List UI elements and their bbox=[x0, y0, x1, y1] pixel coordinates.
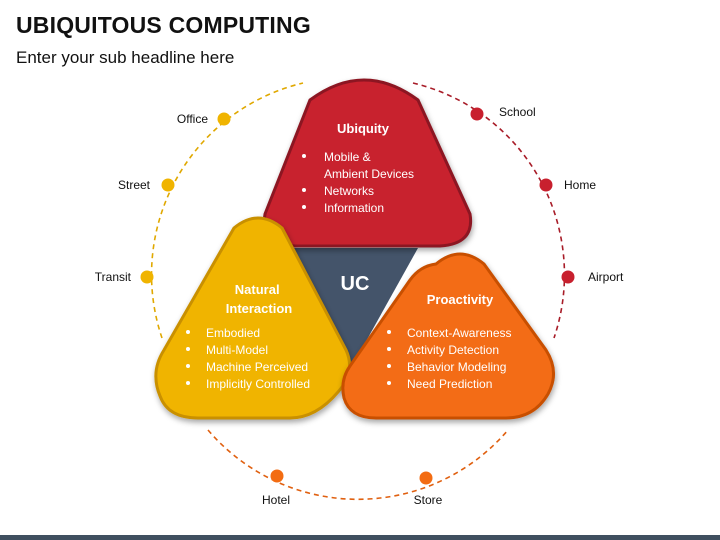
petal-proactivity-title: Proactivity bbox=[427, 292, 494, 307]
petal-ubiquity-title-line: Ubiquity bbox=[337, 121, 390, 136]
ring-arc-yellow bbox=[150, 82, 304, 339]
bullet bbox=[186, 381, 190, 385]
page-subtitle: Enter your sub headline here bbox=[16, 48, 235, 67]
bullet bbox=[387, 330, 391, 334]
place-label-home: Home bbox=[564, 178, 596, 192]
bullet bbox=[387, 347, 391, 351]
petal-natural-item: Implicitly Controlled bbox=[206, 377, 310, 391]
petal-ubiquity-item: Ambient Devices bbox=[324, 167, 414, 181]
petal-proactivity-item: Activity Detection bbox=[407, 343, 499, 357]
petal-natural-title: Natural Interaction bbox=[226, 282, 293, 316]
petal-natural-item: Machine Perceived bbox=[206, 360, 308, 374]
bullet bbox=[387, 364, 391, 368]
ring-arc-red bbox=[412, 82, 566, 339]
page-title: UBIQUITOUS COMPUTING bbox=[16, 12, 311, 38]
place-label-hotel: Hotel bbox=[262, 493, 290, 507]
petal-natural-item: Embodied bbox=[206, 326, 260, 340]
petal-natural-item: Multi-Model bbox=[206, 343, 268, 357]
place-label-store: Store bbox=[414, 493, 443, 507]
center-label: UC bbox=[341, 273, 370, 295]
bullet bbox=[186, 364, 190, 368]
petal-ubiquity-title: Ubiquity bbox=[337, 121, 390, 136]
place-dot-school bbox=[470, 107, 484, 121]
place-label-airport: Airport bbox=[588, 270, 624, 284]
bullet bbox=[302, 205, 306, 209]
place-dot-office bbox=[217, 112, 231, 126]
petal-natural-title-line: Natural bbox=[235, 282, 280, 297]
petal-ubiquity-item: Information bbox=[324, 201, 384, 215]
petal-ubiquity-item: Networks bbox=[324, 184, 374, 198]
petal-proactivity-text: Proactivity Context-Awareness Activity D… bbox=[387, 292, 512, 391]
place-dot-home bbox=[539, 178, 553, 192]
place-label-school: School bbox=[499, 105, 536, 119]
place-label-transit: Transit bbox=[95, 270, 132, 284]
place-dot-transit bbox=[140, 270, 154, 284]
place-label-street: Street bbox=[118, 178, 151, 192]
bottom-bar bbox=[0, 535, 720, 540]
place-dot-airport bbox=[561, 270, 575, 284]
petal-natural-shape bbox=[154, 216, 352, 420]
petal-proactivity-item: Context-Awareness bbox=[407, 326, 512, 340]
place-dot-hotel bbox=[270, 469, 284, 483]
bullet bbox=[387, 381, 391, 385]
place-dot-street bbox=[161, 178, 175, 192]
petal-natural-title-line: Interaction bbox=[226, 301, 293, 316]
petal-natural-text: Natural Interaction Embodied Multi-Model… bbox=[186, 282, 310, 391]
petal-proactivity-title-line: Proactivity bbox=[427, 292, 494, 307]
bullet bbox=[186, 330, 190, 334]
bullet bbox=[302, 188, 306, 192]
petal-proactivity-item: Need Prediction bbox=[407, 377, 492, 391]
bullet bbox=[186, 347, 190, 351]
petal-proactivity bbox=[341, 252, 555, 420]
petal-ubiquity-text: Ubiquity Mobile & Ambient Devices Networ… bbox=[302, 121, 414, 215]
outer-ring bbox=[150, 82, 566, 501]
ring-arc-orange bbox=[207, 429, 509, 501]
place-label-office: Office bbox=[177, 112, 208, 126]
place-markers: Office Street Transit School Home Airpor… bbox=[95, 105, 624, 507]
bullet bbox=[302, 154, 306, 158]
petal-proactivity-shape bbox=[341, 252, 555, 420]
petal-natural bbox=[154, 216, 352, 420]
petal-ubiquity-item: Mobile & bbox=[324, 150, 371, 164]
petal-proactivity-item: Behavior Modeling bbox=[407, 360, 506, 374]
place-dot-store bbox=[419, 471, 433, 485]
